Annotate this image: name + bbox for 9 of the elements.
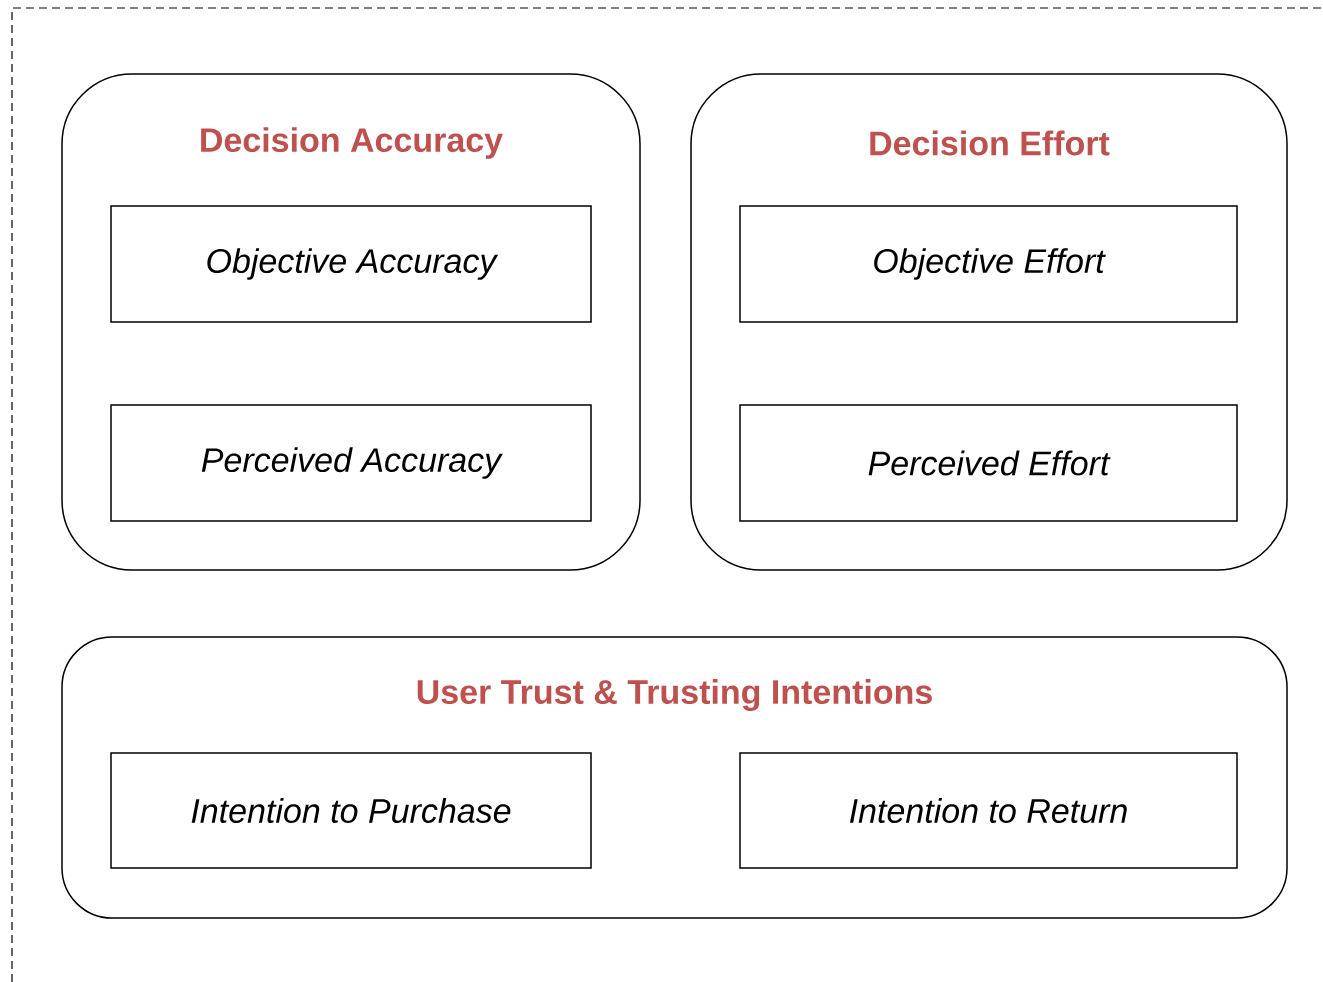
group-title: Decision Accuracy	[201, 127, 503, 159]
concept-box: Perceived Effort	[739, 404, 1238, 522]
concept-box: Intention to Purchase	[110, 752, 592, 869]
concept-box: Objective Effort	[739, 205, 1238, 323]
group-title: User Trust & Trusting Intentions	[417, 679, 932, 711]
concept-box: Objective Accuracy	[110, 205, 592, 323]
concept-box: Perceived Accuracy	[110, 404, 592, 522]
group-title: Decision Effort	[870, 130, 1110, 156]
concept-box: Intention to Return	[739, 752, 1238, 869]
